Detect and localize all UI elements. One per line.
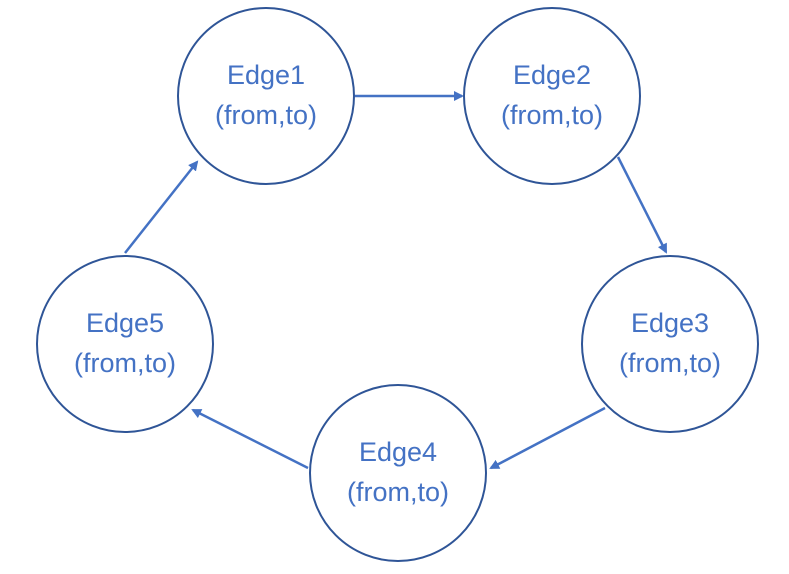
node-subtitle: (from,to) bbox=[215, 100, 317, 130]
arrow-edge5-to-edge1 bbox=[124, 160, 199, 254]
node-subtitle: (from,to) bbox=[501, 100, 603, 130]
node-title: Edge2 bbox=[513, 60, 591, 90]
node-circle bbox=[309, 384, 487, 562]
node-title: Edge4 bbox=[359, 437, 437, 467]
node-subtitle: (from,to) bbox=[347, 477, 449, 507]
node-edge2: Edge2 (from,to) bbox=[463, 7, 641, 185]
node-edge4: Edge4 (from,to) bbox=[309, 384, 487, 562]
node-circle bbox=[36, 255, 214, 433]
node-circle bbox=[463, 7, 641, 185]
node-circle bbox=[581, 255, 759, 433]
node-subtitle: (from,to) bbox=[619, 348, 721, 378]
arrow-edge2-to-edge3 bbox=[616, 156, 668, 254]
node-circle bbox=[177, 7, 355, 185]
node-title: Edge1 bbox=[227, 60, 305, 90]
node-edge1: Edge1 (from,to) bbox=[177, 7, 355, 185]
node-subtitle: (from,to) bbox=[74, 348, 176, 378]
arrow-edge4-to-edge5 bbox=[191, 408, 309, 470]
node-title: Edge5 bbox=[86, 308, 164, 338]
arrow-edge3-to-edge4 bbox=[489, 406, 606, 470]
node-edge3: Edge3 (from,to) bbox=[581, 255, 759, 433]
node-title: Edge3 bbox=[631, 308, 709, 338]
node-edge5: Edge5 (from,to) bbox=[36, 255, 214, 433]
